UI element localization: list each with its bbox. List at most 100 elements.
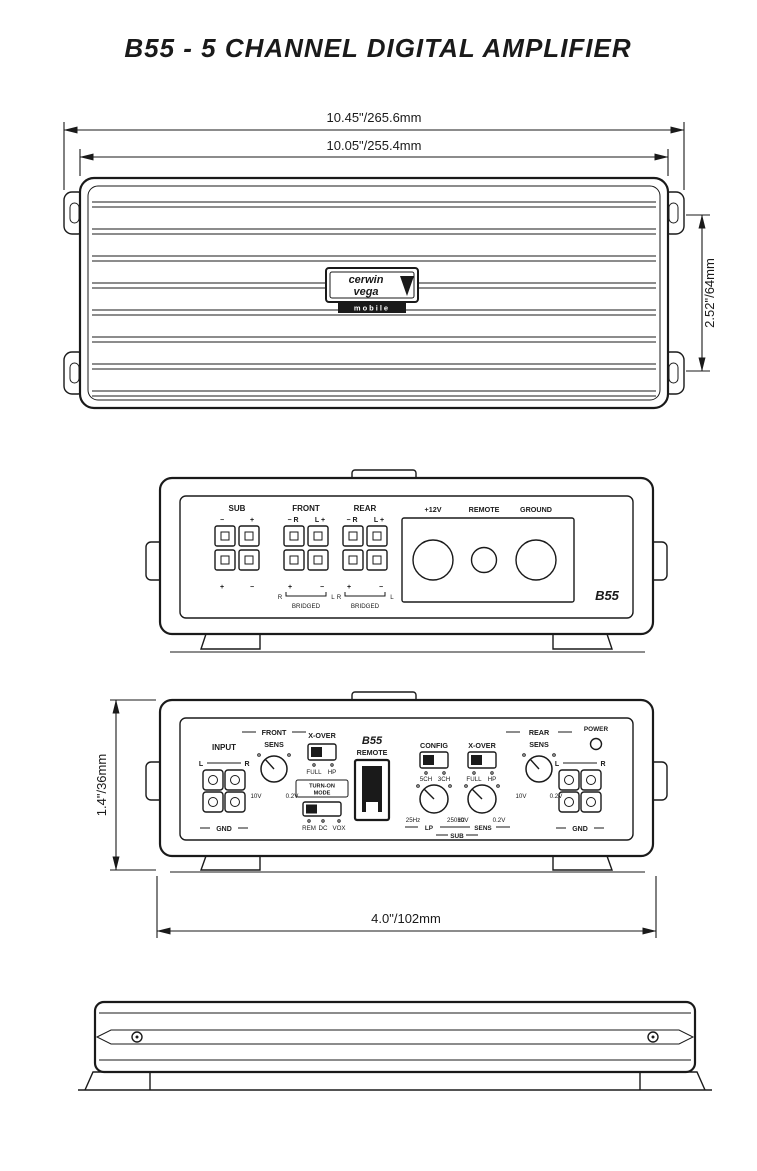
xover-sub-hp: HP (488, 776, 497, 783)
dimension-height: 2.52"/64mm (686, 214, 717, 372)
front-left-foot (200, 855, 261, 871)
dim-outer-width-label: 10.45"/265.6mm (327, 110, 422, 125)
turn-on-rem: REM (302, 825, 316, 832)
plus12v-label: +12V (425, 505, 442, 514)
rear-view: SUB − + + − FRONT − R L + + − R L BRIDGE… (145, 469, 668, 653)
dim-height-label: 2.52"/64mm (702, 258, 717, 328)
rear-bridge-right: L (390, 594, 394, 601)
xover-sub-full: FULL (466, 776, 482, 783)
ground-terminal (515, 539, 557, 581)
sub-sens-label: SENS (474, 825, 492, 832)
turn-on-mode-group: TURN-ON MODE REM DC VOX (295, 779, 349, 832)
sub-label: SUB (229, 504, 246, 513)
left-screw (131, 1031, 143, 1043)
ground-label: GROUND (520, 505, 552, 514)
xover-front-hp: HP (328, 769, 337, 776)
remote-jack[interactable] (353, 758, 391, 822)
power-led (589, 737, 603, 751)
heatsink-fins (92, 201, 656, 397)
logo-text-vega: vega (353, 286, 378, 298)
config-switch[interactable] (419, 751, 449, 769)
turn-on-line1: TURN-ON (309, 784, 335, 790)
front-view: INPUT L R GND FRONT SENS 10V 0.2V X-OVER (94, 691, 668, 938)
model-badge: B55 (595, 588, 620, 603)
logo-text-cerwin: cerwin (349, 274, 384, 286)
sub-sens-max: 0.2V (493, 817, 507, 824)
front-bridged-label: BRIDGED (292, 603, 321, 610)
side-right-foot (639, 1071, 706, 1091)
xover-sub-switch[interactable] (467, 751, 497, 769)
rear-bridge-left: R (337, 594, 342, 601)
dimension-outer-width: 10.45"/265.6mm (63, 110, 685, 190)
xover-front-switch[interactable] (307, 743, 337, 761)
sub-bottom-left-polarity: + (220, 584, 224, 591)
lp-label: LP (425, 825, 434, 832)
sub-bottom-right-polarity: − (250, 584, 254, 591)
rear-sens-label: SENS (529, 740, 549, 749)
front-sens-group-label: FRONT (262, 728, 287, 737)
dimension-front-width: 4.0"/102mm (156, 876, 657, 938)
rear-label: REAR (354, 504, 377, 513)
front-label: FRONT (292, 504, 320, 513)
front-sens-min: 10V (250, 793, 262, 800)
side-chassis (93, 1000, 697, 1074)
lp-max: 250Hz (447, 817, 465, 824)
input-l-label: L (199, 761, 204, 768)
rear-bottom-right-polarity: − (379, 584, 383, 591)
rear-sens-min: 10V (515, 793, 527, 800)
turn-on-line2: MODE (314, 791, 331, 797)
xover-front-full: FULL (306, 769, 322, 776)
sub-sens-min: 10V (457, 817, 469, 824)
rear-terminal-group: REAR − R L + + − R L BRIDGED (337, 504, 395, 610)
side-view (78, 1000, 712, 1091)
front-terminal-group: FRONT − R L + + − R L BRIDGED (278, 504, 336, 610)
rear-left-foot (200, 633, 261, 650)
input-gnd-label: GND (216, 826, 232, 833)
turn-on-dc: DC (319, 825, 328, 832)
front-sens-group: FRONT SENS 10V 0.2V (242, 728, 306, 800)
dim-inner-width-label: 10.05"/255.4mm (327, 138, 422, 153)
turn-on-switch[interactable] (302, 801, 342, 817)
brand-logo: cerwin vega mobile (325, 267, 419, 313)
lp-min: 25Hz (406, 817, 420, 824)
input-r-label: R (244, 761, 249, 768)
side-fin-band (95, 1029, 695, 1045)
output-r-label: R (600, 761, 605, 768)
config-group: CONFIG 5CH 3CH 25Hz 250Hz (406, 741, 465, 824)
rear-sens-group: REAR SENS 10V 0.2V (506, 728, 572, 800)
front-panel-face (179, 717, 634, 841)
rear-sens-group-label: REAR (529, 728, 550, 737)
dimension-inner-width: 10.05"/255.4mm (79, 138, 669, 176)
rear-chassis (158, 476, 655, 636)
remote-label: REMOTE (469, 505, 500, 514)
remote-terminal (470, 546, 498, 574)
rear-sens-max: 0.2V (550, 793, 564, 800)
sub-top-right-polarity: + (250, 517, 254, 524)
output-l-label: L (555, 761, 560, 768)
config-3ch: 3CH (438, 776, 450, 783)
turn-on-vox: VOX (332, 825, 345, 832)
front-sens-label: SENS (264, 740, 284, 749)
dimension-front-height: 1.4"/36mm (94, 699, 156, 871)
rear-bottom-left-polarity: + (347, 584, 351, 591)
rear-bridged-label: BRIDGED (351, 603, 380, 610)
input-label: INPUT (212, 743, 236, 752)
config-5ch: 5CH (420, 776, 432, 783)
logo-shield-icon (400, 276, 414, 296)
sub-terminal-group: SUB − + + − (214, 504, 260, 591)
power-label: POWER (584, 726, 609, 733)
remote-jack-group: B55 REMOTE (353, 735, 391, 822)
output-connector-group: L R GND (555, 761, 606, 833)
sub-top-left-polarity: − (220, 517, 224, 524)
front-chassis (158, 698, 655, 858)
front-right-foot (552, 855, 613, 871)
power-led-group: POWER (584, 726, 609, 751)
page-title: B55 - 5 CHANNEL DIGITAL AMPLIFIER (124, 33, 631, 63)
xover-front-group: X-OVER FULL HP (306, 731, 337, 776)
remote-model-label: B55 (362, 735, 383, 747)
front-bridge-left: R (278, 594, 283, 601)
rear-panel-face (179, 495, 634, 619)
dim-front-width-label: 4.0"/102mm (371, 911, 441, 926)
xover-front-label: X-OVER (308, 731, 336, 740)
